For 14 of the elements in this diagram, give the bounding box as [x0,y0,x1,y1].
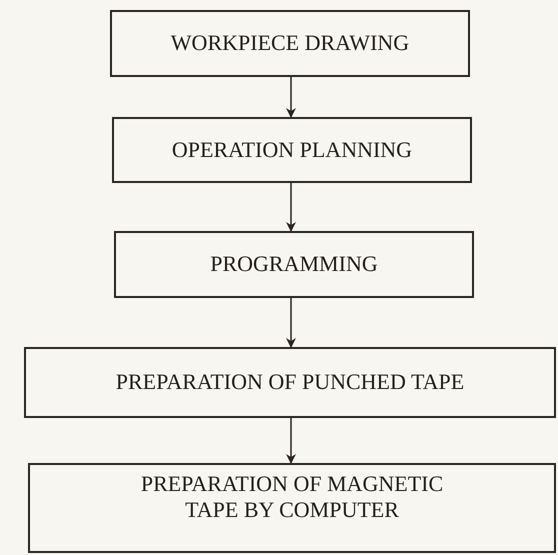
process-box [110,10,470,77]
box-label: WORKPIECE DRAWING [170,30,410,57]
arrow [286,77,296,118]
box-label: OPERATION PLANNING [172,136,412,164]
box-label: PREPARATION OF MAGNETIC TAPE BY COMPUTER [140,470,444,524]
process-box [28,463,556,553]
arrow [286,298,296,348]
process-box [114,231,474,298]
box-label: PREPARATION OF PUNCHED TAPE [116,369,464,396]
box-label: PROGRAMMING [210,251,378,278]
arrow [286,418,296,464]
process-box [24,347,556,418]
arrow [286,183,296,232]
process-box [112,117,472,183]
